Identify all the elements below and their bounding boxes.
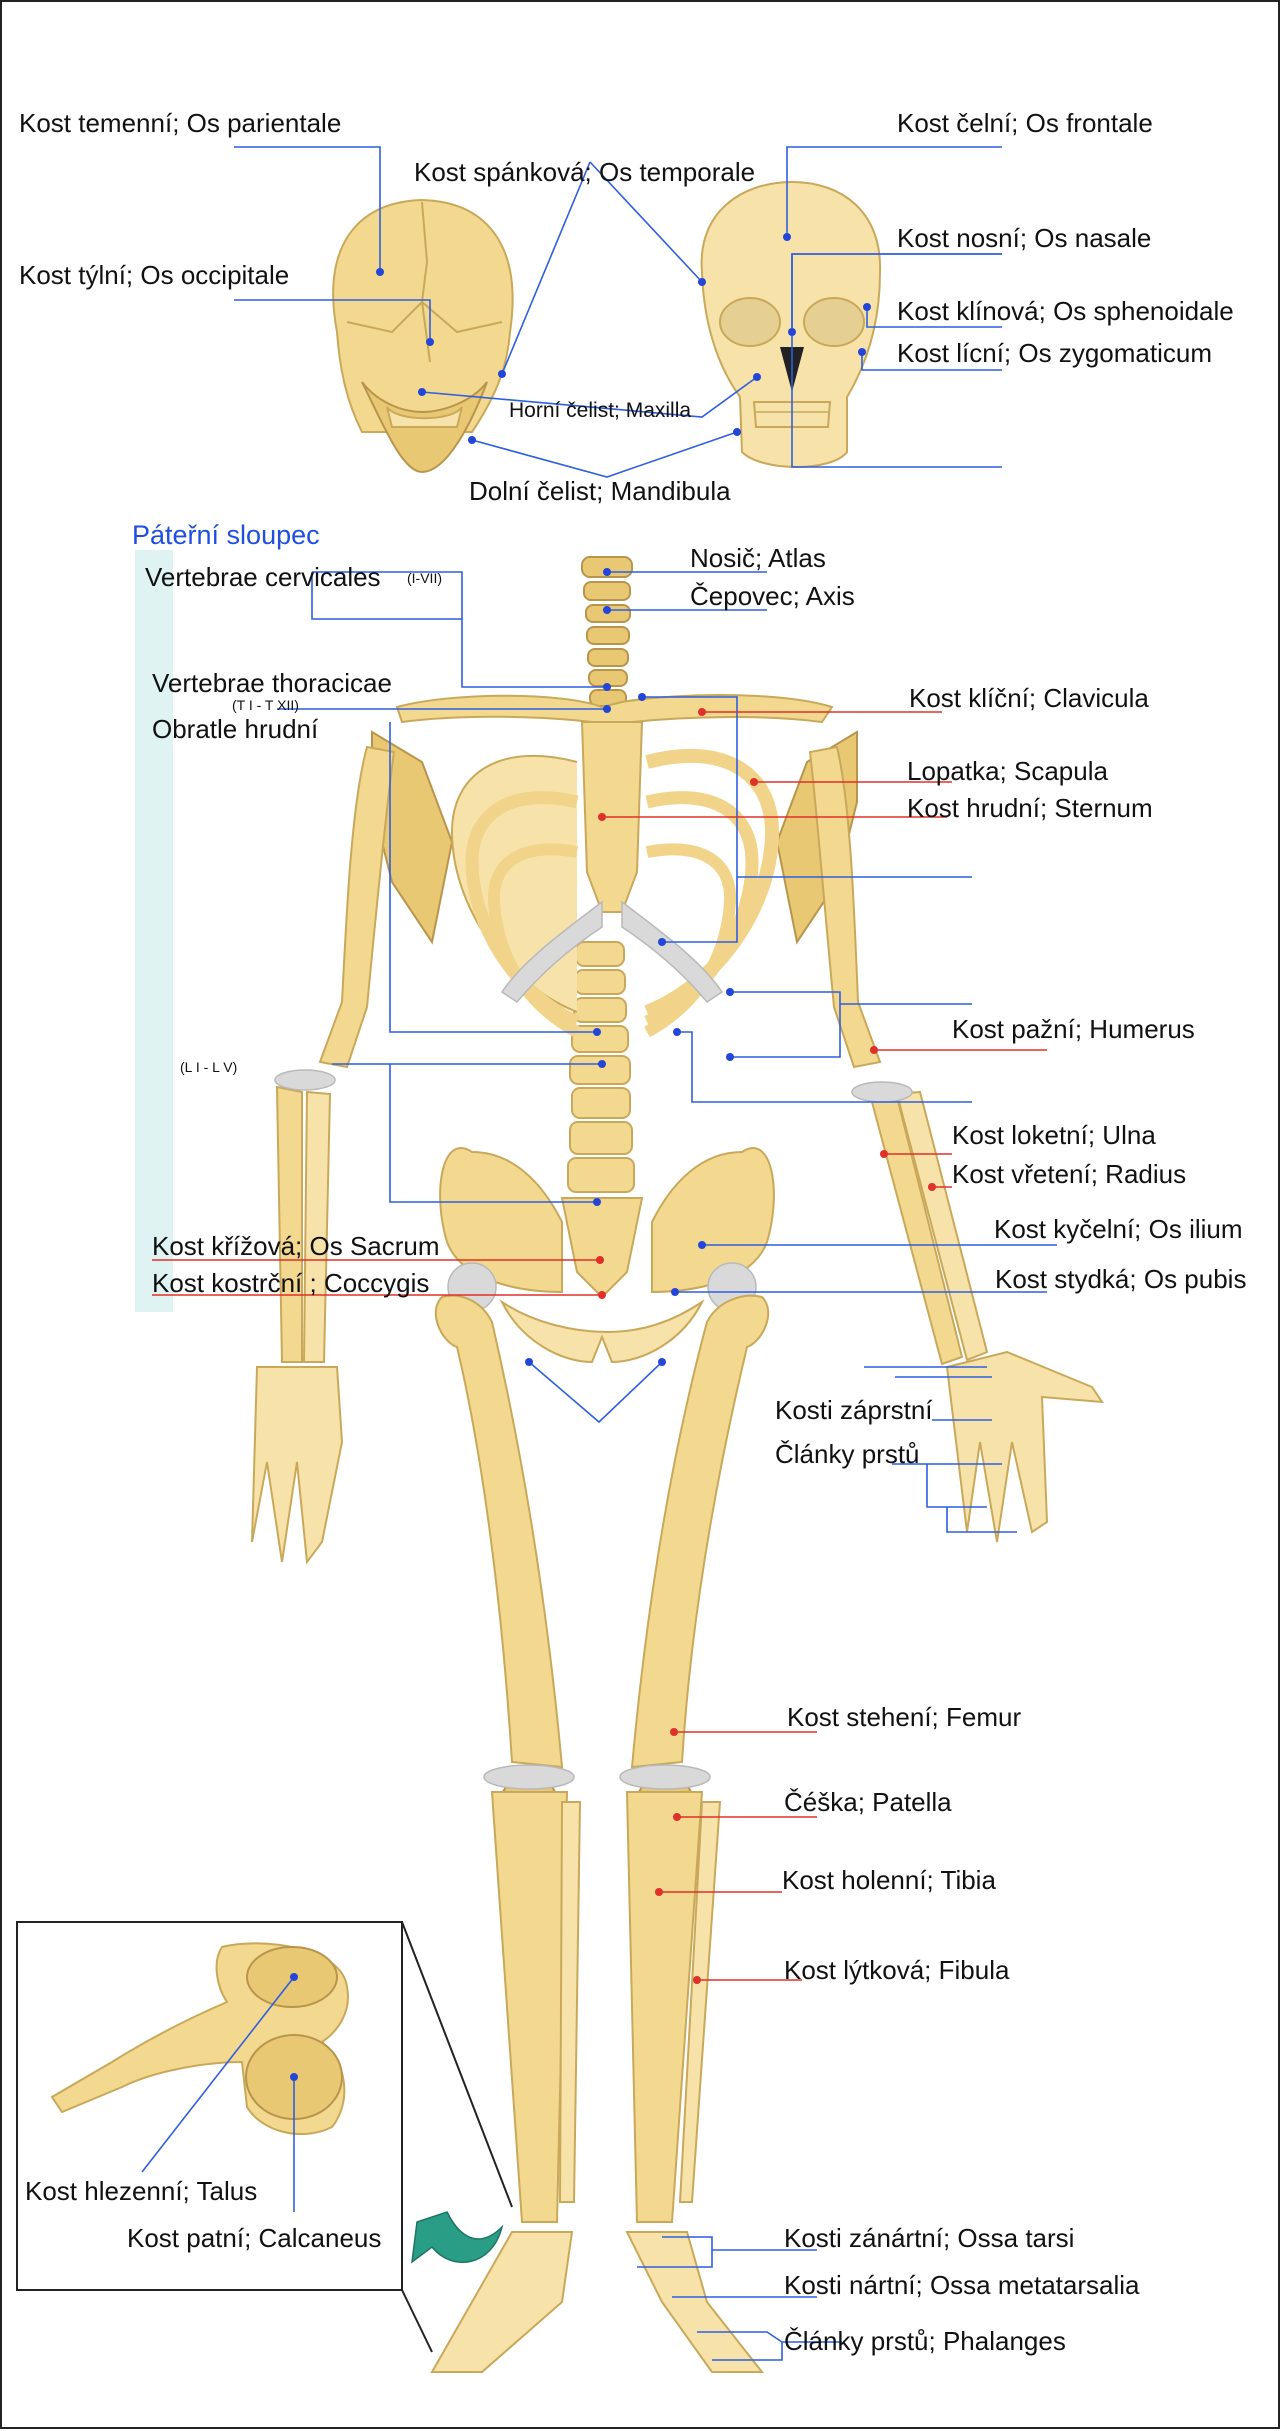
spine-band [135,550,173,1312]
foot-inset-bones [50,1942,349,2135]
label-metatarsals: Kosti nártní; Ossa metatarsalia [784,2270,1140,2300]
label-zygomatic: Kost lícní; Os zygomaticum [897,338,1212,368]
rib-cage [371,694,858,1038]
label-talus: Kost hlezenní; Talus [25,2176,257,2206]
label-metacarpals: Kosti záprstní [775,1395,933,1425]
label-lumbar-range: (L I - L V) [180,1059,237,1075]
label-spine-title: Páteřní sloupec [132,520,320,550]
label-cervical-range: (I-VII) [407,570,442,586]
label-cervical: Vertebrae cervicales [145,562,381,592]
label-nasal: Kost nosní; Os nasale [897,223,1151,253]
label-fibula: Kost lýtková; Fibula [784,1955,1010,1985]
label-mandible: Dolní čelist; Mandibula [469,476,731,506]
label-sternum: Kost hrudní; Sternum [907,793,1153,823]
skull-back [332,198,514,474]
label-patella: Čéška; Patella [784,1787,952,1817]
rotate-arrow-icon [411,2211,504,2264]
label-humerus: Kost pažní; Humerus [952,1014,1195,1044]
label-pubis: Kost stydká; Os pubis [995,1264,1246,1294]
label-ilium: Kost kyčelní; Os ilium [994,1214,1243,1244]
label-temporal: Kost spánková; Os temporale [414,157,755,187]
label-axis: Čepovec; Axis [690,581,855,611]
label-coccyx: Kost kostrční ; Coccygis [152,1268,429,1298]
label-occipital: Kost týlní; Os occipitale [19,260,289,290]
arms [251,745,1104,1565]
label-thoracic-cz: Obratle hrudní [152,714,319,744]
label-thoracic-range: (T I - T XII) [232,697,299,713]
label-hand-phalanges: Články prstů [775,1439,920,1469]
skull-front [700,180,882,468]
label-tibia: Kost holenní; Tibia [782,1865,996,1895]
label-thoracic: Vertebrae thoracicae [152,668,392,698]
label-maxilla: Horní čelist; Maxilla [509,399,691,422]
label-femur: Kost stehení; Femur [787,1702,1021,1732]
label-parietal: Kost temenní; Os parientale [19,108,341,138]
leader-lines [141,146,1057,2361]
labels: Kost temenní; Os parientale Kost týlní; … [19,108,1246,2356]
label-foot-phalanges: Články prstů; Phalanges [784,2326,1066,2356]
legs [430,1294,770,2373]
label-atlas: Nosič; Atlas [690,543,826,573]
label-calcaneus: Kost patní; Calcaneus [127,2223,381,2253]
label-ulna: Kost loketní; Ulna [952,1120,1156,1150]
label-frontal: Kost čelní; Os frontale [897,108,1153,138]
label-sacrum: Kost křížová; Os Sacrum [152,1231,440,1261]
label-radius: Kost vřetení; Radius [952,1159,1186,1189]
label-clavicle: Kost klíční; Clavicula [909,683,1149,713]
label-sphenoid: Kost klínová; Os sphenoidale [897,296,1234,326]
marker-dots [290,233,936,2081]
label-scapula: Lopatka; Scapula [907,756,1108,786]
label-tarsals: Kosti zánártní; Ossa tarsi [784,2223,1074,2253]
